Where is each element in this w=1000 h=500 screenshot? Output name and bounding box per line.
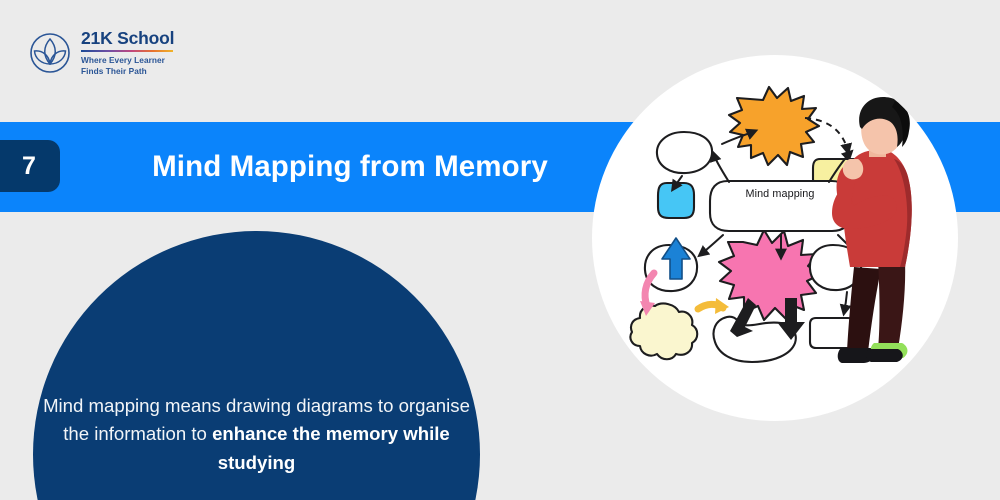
step-number: 7 <box>22 151 36 180</box>
step-number-badge: 7 <box>0 140 60 192</box>
page-title: Mind Mapping from Memory <box>152 150 548 183</box>
description-text: Mind mapping means drawing diagrams to o… <box>38 392 475 477</box>
center-node-label: Mind mapping <box>745 188 815 200</box>
orange-starburst <box>727 85 821 167</box>
description-normal: Mind mapping means drawing diagrams to o… <box>43 395 470 445</box>
lotus-in-circle-icon <box>28 31 72 75</box>
cream-cloud <box>629 302 699 361</box>
black-down-arrow <box>777 298 805 340</box>
pink-starburst <box>717 228 823 322</box>
logo-wordmark: 21K School <box>81 28 175 48</box>
logo-gradient-rule <box>81 49 173 52</box>
blue-up-arrow <box>661 237 691 280</box>
pink-curved-arrow-head <box>640 301 655 316</box>
person-figure <box>832 97 912 363</box>
description-bold: enhance the memory while studying <box>212 423 450 473</box>
cyan-rounded-square <box>656 181 696 220</box>
logo-tagline-line-1: Where Every Learner <box>81 55 165 65</box>
logo-tagline-line-2: Finds Their Path <box>81 65 147 76</box>
blank-small-square <box>808 316 856 350</box>
pink-curved-arrow-stem <box>641 269 658 310</box>
illustration-circle: Mind mapping <box>592 55 958 421</box>
mind-map-illustration <box>629 85 912 364</box>
yellow-curved-arrow-head <box>715 298 729 314</box>
brand-logo[interactable]: 21K School Where Every Learner Finds The… <box>28 28 175 76</box>
black-up-arrow <box>730 298 756 337</box>
blank-oval-top-left <box>655 130 714 175</box>
logo-text-block: 21K School Where Every Learner Finds The… <box>81 28 175 76</box>
